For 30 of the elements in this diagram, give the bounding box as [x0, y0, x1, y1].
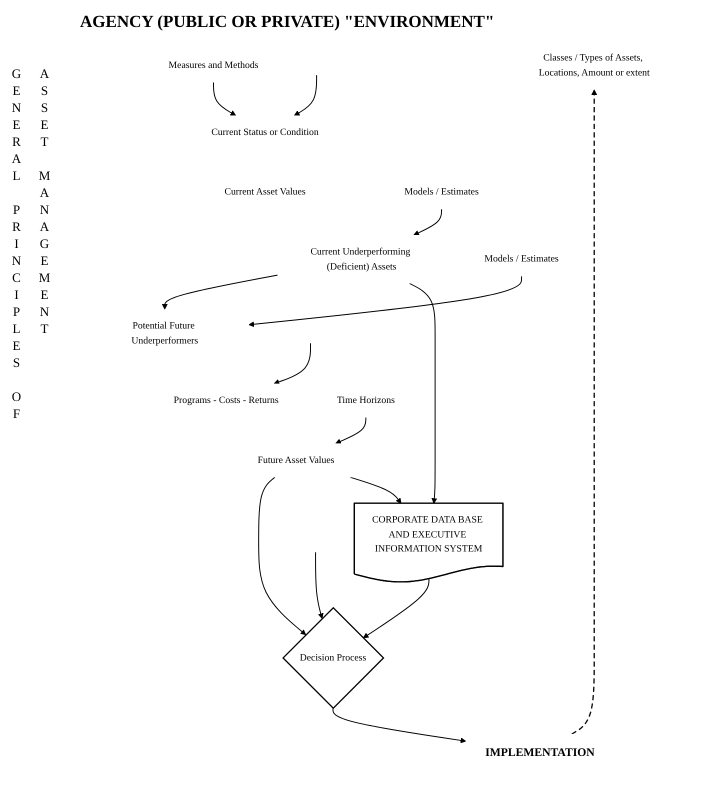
- vertical-label: ASSET MANAGEMENT: [36, 66, 52, 340]
- node-text: Current Underperforming (Deficient) Assets: [310, 246, 410, 272]
- arrow: [332, 708, 466, 744]
- arrow: [350, 476, 402, 504]
- arrow: [274, 342, 311, 385]
- arrow: [248, 276, 522, 328]
- arrow: [294, 74, 318, 116]
- node-text: Time Horizons: [336, 395, 395, 406]
- node-text: Programs - Costs - Returns: [174, 395, 279, 406]
- arrow: [414, 208, 442, 236]
- node-text: Future Asset Values: [258, 455, 334, 466]
- node-text: Potential Future Underperformers: [131, 320, 198, 346]
- node-text: Current Asset Values: [224, 186, 306, 198]
- node-text: Classes / Types of Assets, Locations, Amount or extent: [538, 52, 650, 78]
- node-text: Models / Estimates: [484, 254, 559, 264]
- node-text: IMPLEMENTATION: [485, 746, 595, 759]
- vertical-label: GENERAL PRINCIPLES OF: [8, 66, 24, 423]
- arrow: [258, 476, 306, 636]
- node-diamond: Decision Process: [282, 606, 384, 710]
- arrow: [362, 578, 430, 638]
- arrow: [572, 89, 598, 735]
- arrow: [162, 274, 278, 310]
- arrow: [213, 82, 236, 116]
- arrow: [335, 417, 366, 444]
- node-text: Models / Estimates: [404, 186, 479, 198]
- arrow: [409, 282, 438, 504]
- node-text: Current Status or Condition: [211, 127, 319, 138]
- diagram-title: AGENCY (PUBLIC OR PRIVATE) "ENVIRONMENT": [80, 12, 496, 32]
- node-text: Measures and Methods: [168, 60, 258, 70]
- arrow: [315, 552, 324, 619]
